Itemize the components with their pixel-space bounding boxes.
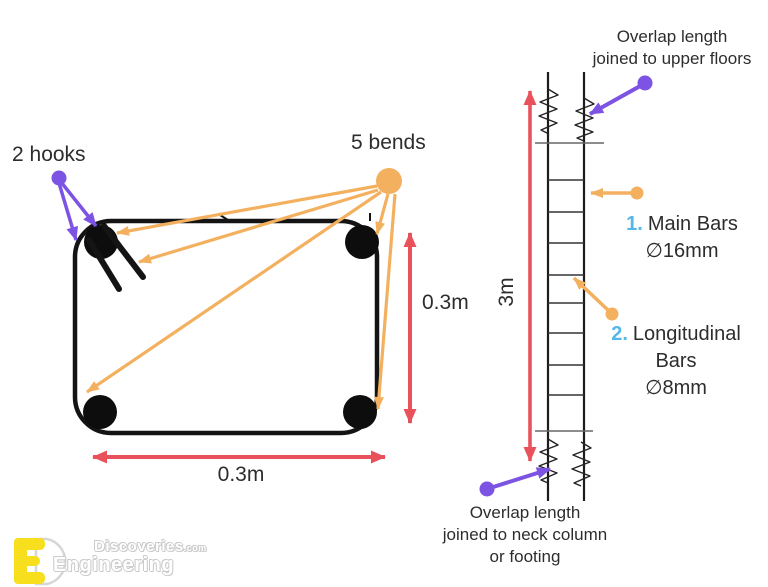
overlap-top-line2: joined to upper floors [592,49,752,68]
longitudinal-bars-label: 2.Longitudinal Bars ∅8mm [596,321,756,402]
overlap-top-line1: Overlap length [616,27,728,46]
tie-tick-top-center [219,214,229,221]
hooks-label: 2 hooks [12,143,86,166]
width-dimension-label: 0.3m [217,463,265,486]
longitudinal-bars-name2: Bars [655,350,697,372]
hooks-arrow-2 [57,182,79,241]
overlap-top-arrow [589,83,643,116]
longitudinal-bars-arrow [572,276,611,313]
main-bar-dot-top-right [345,225,379,259]
bends-arrow-4 [375,193,390,235]
bends-arrow-2 [138,188,379,264]
overlap-bottom-line2: joined to neck column [442,525,608,544]
tie-rungs [548,179,584,396]
hook-line-1 [101,223,146,280]
logo-discoveries-text: Discoveries.com [94,538,207,555]
zigzag-bottom-right [571,441,592,487]
main-bar-dot-bottom-left [83,395,117,429]
overlap-bottom-arrow [489,467,551,490]
main-bars-number: 1. [626,213,643,235]
watermark-logo: Discoveries.com Engineering [10,532,225,586]
overlap-top-annotation [589,75,653,116]
cross-section-dimensions [92,232,417,464]
bends-annotation [86,168,402,410]
stirrup-tie-outline [72,218,380,436]
hooks-arrow-1 [59,180,98,228]
bends-arrow-3 [86,190,382,394]
height-dimension-label: 0.3m [422,291,469,314]
longitudinal-bars-size: ∅8mm [645,377,707,399]
overlap-bottom-line3: or footing [489,547,561,566]
bends-arrow-5 [373,193,397,410]
logo-d-shape [34,537,67,586]
bends-pointer-dot [376,168,402,194]
main-bars-size: ∅16mm [645,240,719,262]
overlap-bottom-dot [479,481,495,497]
longitudinal-bars-number: 2. [611,323,628,345]
hook-line-2 [86,237,122,292]
zigzag-bottom-left [538,438,559,484]
longitudinal-bars-line1: 2.Longitudinal [596,321,756,348]
column-elevation [535,72,604,501]
logo-mark [14,537,67,586]
elevation-height-label: 3m [495,277,518,307]
logo-dotcom-suffix: .com [183,543,207,553]
main-bar-dot-bottom-right [343,395,377,429]
bends-label: 5 bends [351,131,426,154]
overlap-bottom-label: Overlap length joined to neck column or … [430,502,620,568]
zigzag-top-left [538,88,559,135]
main-bars-label: 1.Main Bars ∅16mm [607,211,757,265]
longitudinal-bars-name1: Longitudinal [632,323,741,345]
overlap-bottom-annotation [479,467,551,497]
bends-arrow-1 [116,184,378,236]
logo-word-top: Discoveries [94,538,184,555]
logo-e-shape [14,538,45,584]
main-bars-name: Main Bars [647,213,738,235]
main-bars-line1: 1.Main Bars [607,211,757,238]
main-bars-annotation [590,186,644,200]
logo-engineering-text: Engineering [53,554,175,576]
column-cross-section [72,213,380,436]
hooks-annotation [51,170,98,241]
overlap-top-label: Overlap length joined to upper floors [579,26,765,70]
main-bars-dot [630,186,644,200]
overlap-bottom-line1: Overlap length [469,503,581,522]
longitudinal-bars-annotation [572,276,619,321]
